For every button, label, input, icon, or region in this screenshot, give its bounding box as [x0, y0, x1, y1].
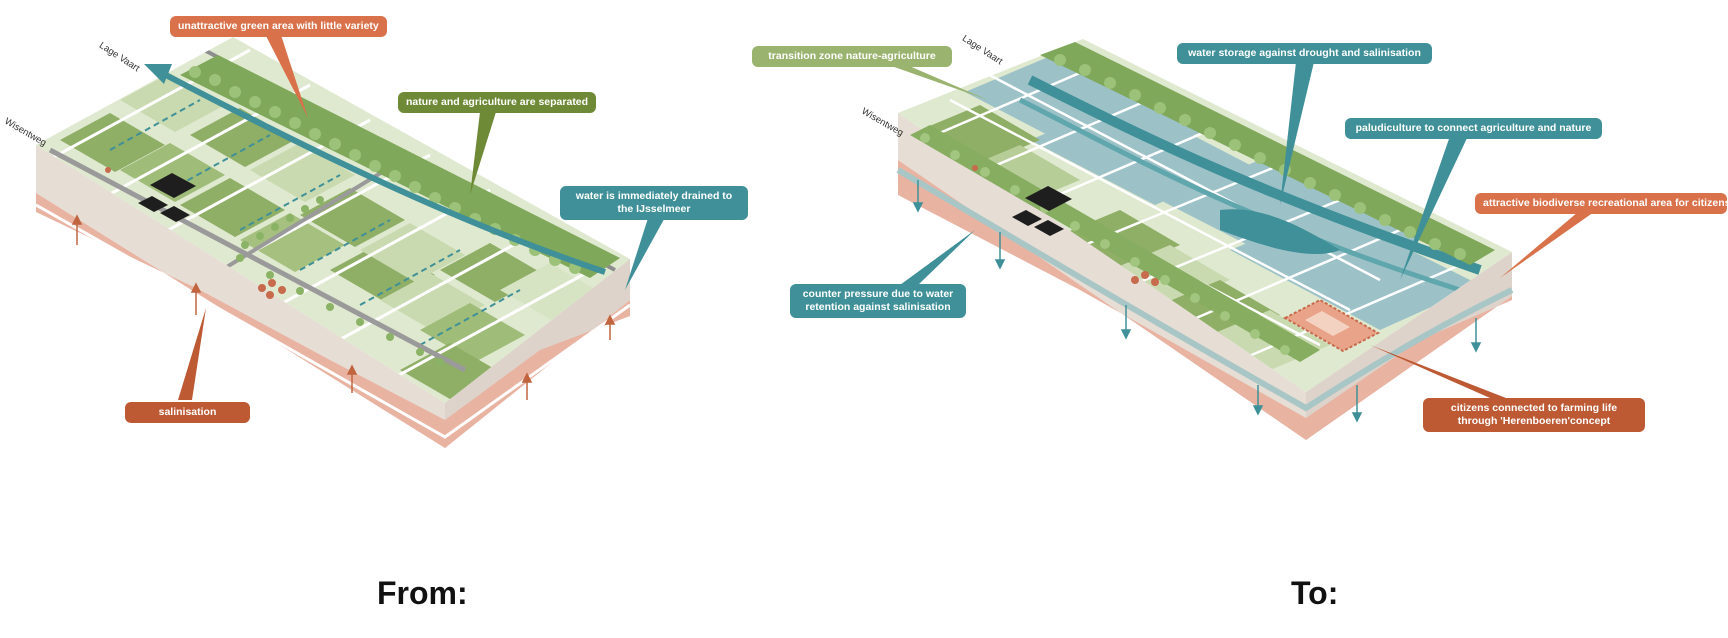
callout-citizens: citizens connected to farming life throu…	[1423, 398, 1645, 432]
red-roofs	[972, 165, 1159, 286]
retention-band	[896, 167, 1514, 412]
salinisation-arrows	[71, 214, 616, 400]
callout-counter-pressure: counter pressure due to water retention …	[790, 284, 966, 318]
callout-separated: nature and agriculture are separated	[398, 92, 597, 113]
caption-to: To:	[1291, 575, 1339, 611]
farm-buildings	[138, 173, 196, 222]
pointer-citizens	[1370, 345, 1506, 398]
pointer-salinisation	[178, 308, 206, 400]
storage-pond	[1220, 209, 1340, 255]
pointer-separated	[470, 112, 496, 195]
drainage-channel	[158, 69, 606, 275]
soil-front-left	[898, 113, 1306, 440]
pointer-green-area	[264, 32, 308, 118]
red-roofs	[105, 167, 286, 299]
callout-transition: transition zone nature-agriculture	[752, 46, 952, 67]
callout-paludiculture: paludiculture to connect agriculture and…	[1345, 118, 1602, 139]
drainage-arrowhead	[144, 64, 172, 84]
counter-pressure-arrows	[912, 180, 1482, 423]
pointer-paludiculture	[1400, 136, 1468, 280]
farm-buildings	[1012, 186, 1072, 236]
herenboeren-farm	[1282, 298, 1381, 353]
salt-stripe	[35, 203, 631, 439]
tree-row	[920, 133, 1290, 355]
pointer-counter-pressure	[900, 230, 975, 285]
forest-strip	[180, 55, 620, 278]
pointer-recreational	[1500, 212, 1594, 278]
callout-storage: water storage against drought and salini…	[1177, 43, 1432, 64]
to-landscape-block	[880, 39, 1594, 440]
caption-from: From:	[377, 575, 468, 611]
from-landscape-block	[35, 32, 668, 448]
pointer-storage	[1280, 62, 1314, 205]
callout-green-area: unattractive green area with little vari…	[170, 16, 387, 37]
callout-recreational: attractive biodiverse recreational area …	[1475, 193, 1728, 214]
callout-drained: water is immediately drained to the IJss…	[560, 186, 748, 220]
tree-row	[236, 196, 444, 366]
pointer-drained	[625, 212, 668, 290]
forest-strip	[1040, 42, 1495, 265]
tree-belt	[910, 125, 1320, 362]
callout-salinisation: salinisation	[125, 402, 250, 423]
pointer-transition	[880, 62, 988, 100]
